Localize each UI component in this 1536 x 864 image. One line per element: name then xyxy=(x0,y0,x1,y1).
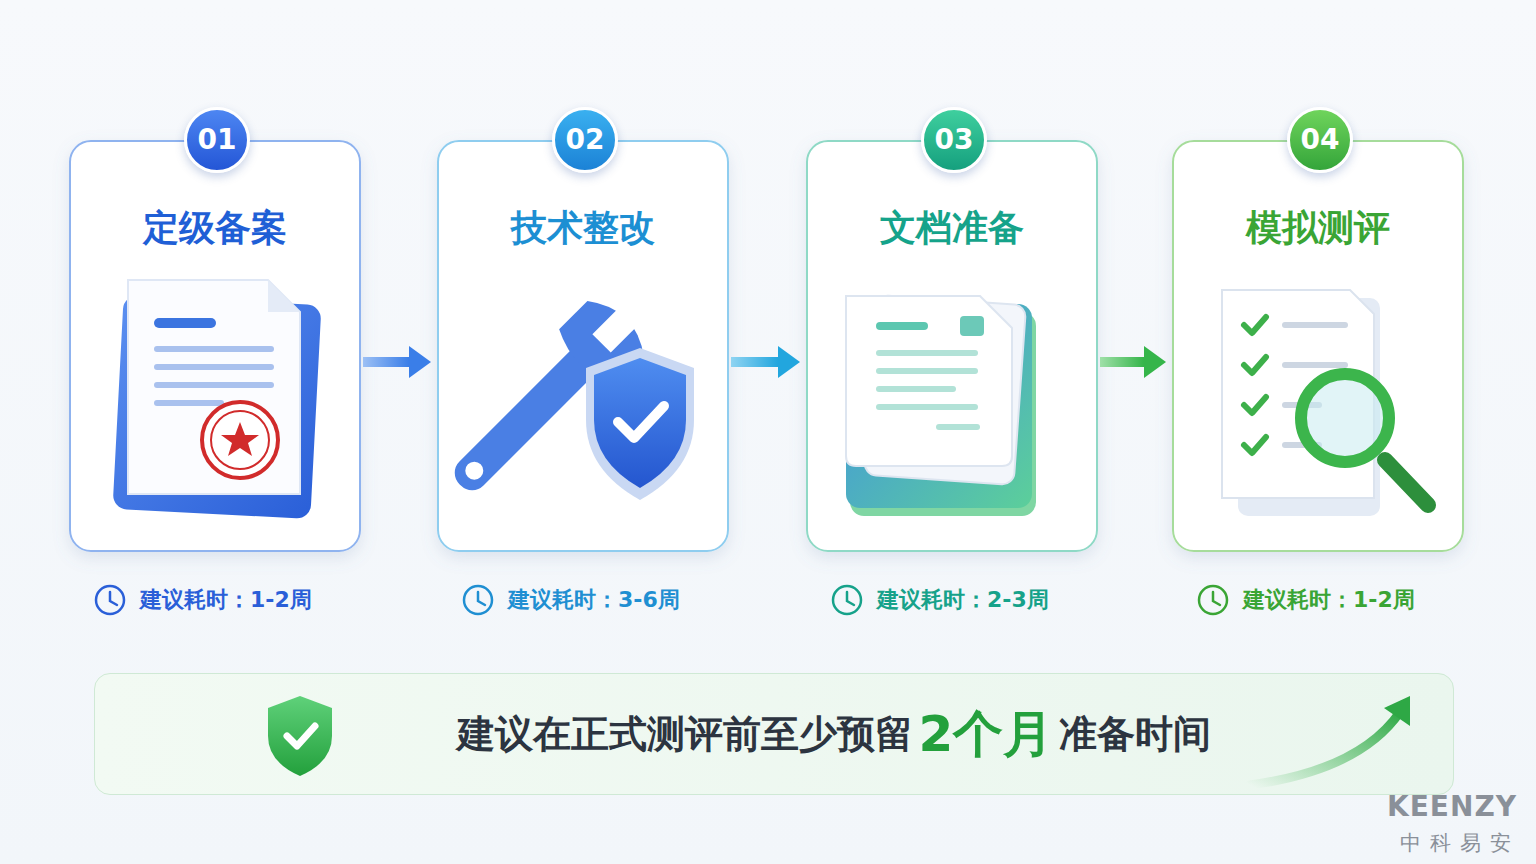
trend-arrow xyxy=(1250,712,1400,785)
step-card: 技术整改02 xyxy=(437,140,729,552)
tip-text: 建议在正式测评前至少预留 xyxy=(457,709,913,759)
step-title: 模拟测评 xyxy=(1174,204,1462,252)
document-stack-icon xyxy=(846,295,1036,516)
step-number: 03 xyxy=(935,125,974,155)
step-card: 模拟测评04 xyxy=(1172,140,1464,552)
tip-text: 准备时间 xyxy=(1059,709,1211,759)
tip-banner: 建议在正式测评前至少预留2个月准备时间 xyxy=(94,673,1454,795)
step-title: 定级备案 xyxy=(71,204,359,252)
step-badge: 03 xyxy=(921,107,987,173)
duration-label: 建议耗时：1-2周 xyxy=(1243,586,1415,614)
step-title: 文档准备 xyxy=(808,204,1096,252)
document-stamp-icon xyxy=(113,280,322,519)
step-badge: 01 xyxy=(184,107,250,173)
card-fills xyxy=(69,140,1464,552)
flow-arrow xyxy=(731,346,800,378)
duration-label: 建议耗时：2-3周 xyxy=(877,586,1049,614)
tip-text: 2个月 xyxy=(919,706,1054,762)
checklist-magnifier-icon xyxy=(1222,290,1428,516)
flow-arrow xyxy=(1100,346,1166,378)
duration-label: 建议耗时：3-6周 xyxy=(508,586,680,614)
banner-fill xyxy=(94,673,1454,795)
wrench-shield-icon xyxy=(432,287,694,513)
watermark: KEENZY xyxy=(1387,790,1517,824)
step-title: 技术整改 xyxy=(439,204,727,252)
step-card: 定级备案01 xyxy=(69,140,361,552)
flow-arrow xyxy=(363,346,431,378)
banner-shield xyxy=(268,696,332,776)
clock-icons xyxy=(96,586,1227,614)
step-number: 04 xyxy=(1301,125,1340,155)
step-number: 01 xyxy=(198,125,237,155)
step-badge: 04 xyxy=(1287,107,1353,173)
step-card: 文档准备03 xyxy=(806,140,1098,552)
step-number: 02 xyxy=(566,125,605,155)
duration-label: 建议耗时：1-2周 xyxy=(140,586,312,614)
step-badge: 02 xyxy=(552,107,618,173)
watermark: 中科易安 xyxy=(1400,830,1520,857)
trend-arrow-head xyxy=(1384,696,1410,726)
